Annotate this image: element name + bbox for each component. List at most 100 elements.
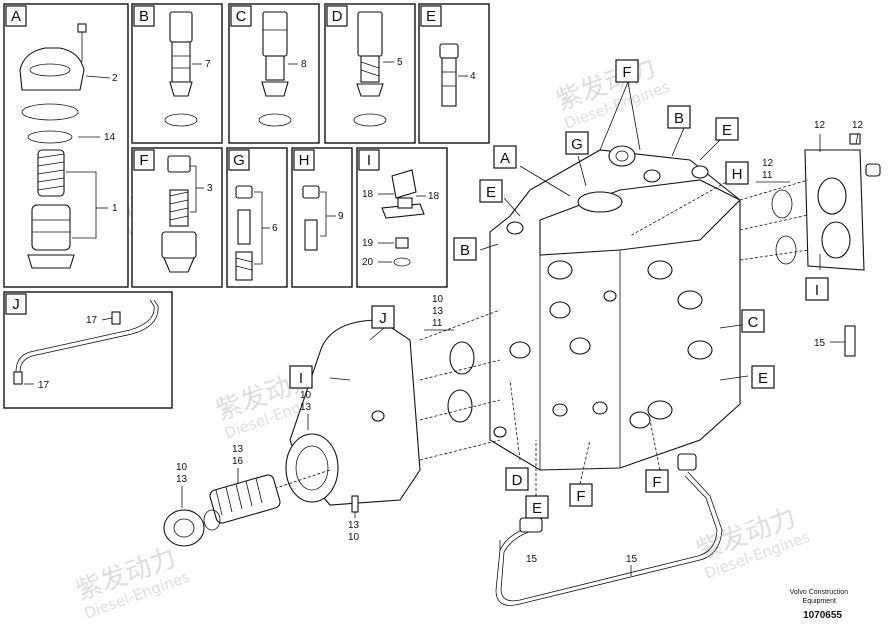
panel-g: G 6 <box>226 147 288 288</box>
panel-d: D 5 <box>324 3 416 144</box>
leader-lines <box>329 81 859 576</box>
panel-letter: J <box>12 296 20 313</box>
hose-line <box>495 453 723 606</box>
callout-13: 13 <box>232 444 244 455</box>
callout-2: 2 <box>112 73 118 84</box>
svg-text:E: E <box>722 122 732 139</box>
panel-letter: A <box>11 8 21 25</box>
port-holes <box>493 165 713 438</box>
panel-letter: E <box>426 8 436 25</box>
panel-h: H 9 <box>291 147 353 288</box>
callout-10: 10 <box>348 532 360 543</box>
part-number: 1070655 <box>803 610 842 621</box>
manufacturer-line1: Volvo Construction <box>790 589 848 596</box>
panel-c: C 8 <box>228 3 320 144</box>
panel-letter: F <box>139 152 148 169</box>
svg-text:G: G <box>571 136 583 153</box>
callout-20: 20 <box>362 257 374 268</box>
tag-a: A <box>493 145 517 169</box>
callout-17: 17 <box>38 380 50 391</box>
callout-5: 5 <box>397 57 403 68</box>
callout-6: 6 <box>272 223 278 234</box>
tag-f: F <box>615 59 639 83</box>
tag-b: B <box>453 237 477 261</box>
callout-17: 17 <box>86 315 98 326</box>
svg-text:C: C <box>748 314 759 331</box>
panel-f: F 3 <box>131 147 223 288</box>
panel-e: E 4 <box>418 3 490 144</box>
callout-11: 11 <box>432 318 443 329</box>
callout-12: 12 <box>762 158 774 169</box>
tag-i: I <box>289 365 313 389</box>
main-valve-block <box>489 145 741 471</box>
main-tags: F G A B E E B H E C I J I D E F F <box>289 59 829 519</box>
callout-10: 10 <box>432 294 444 305</box>
callout-18: 18 <box>362 189 374 200</box>
tag-i: I <box>805 277 829 301</box>
tag-j: J <box>371 305 395 329</box>
svg-text:F: F <box>652 474 661 491</box>
tag-g: G <box>565 131 589 155</box>
callout-15: 15 <box>526 554 538 565</box>
spring <box>37 149 65 197</box>
tag-e: E <box>715 117 739 141</box>
callout-13: 13 <box>432 306 444 317</box>
tag-f: F <box>569 483 593 507</box>
callout-15: 15 <box>814 338 826 349</box>
manufacturer-line2: Equipment <box>803 598 837 605</box>
tag-b: B <box>667 105 691 129</box>
side-cover-plate <box>739 133 881 357</box>
callout-10: 10 <box>176 462 188 473</box>
tag-h: H <box>725 161 749 185</box>
callout-14: 14 <box>104 132 116 143</box>
callout-3: 3 <box>207 183 213 194</box>
svg-text:E: E <box>532 500 542 517</box>
panel-letter: I <box>367 152 371 169</box>
end-cover <box>269 309 501 506</box>
callout-13: 13 <box>176 474 188 485</box>
panel-letter: H <box>299 152 310 169</box>
callout-11: 11 <box>762 170 773 181</box>
svg-text:J: J <box>379 310 387 327</box>
tag-e: E <box>525 495 549 519</box>
callout-15: 15 <box>626 554 638 565</box>
svg-text:H: H <box>732 166 743 183</box>
callout-18: 18 <box>428 191 440 202</box>
tag-d: D <box>505 467 529 491</box>
panel-letter: G <box>233 152 245 169</box>
svg-text:B: B <box>674 110 684 127</box>
callout-4: 4 <box>470 71 476 82</box>
tag-e: E <box>479 179 503 203</box>
callout-10: 10 <box>300 390 312 401</box>
panel-j: J 17 17 <box>3 291 173 409</box>
callout-8: 8 <box>301 59 307 70</box>
svg-text:A: A <box>500 150 510 167</box>
svg-text:F: F <box>622 64 631 81</box>
svg-text:I: I <box>815 282 819 299</box>
callout-16: 16 <box>232 456 244 467</box>
svg-text:B: B <box>460 242 470 259</box>
tag-f: F <box>645 469 669 493</box>
svg-text:E: E <box>486 184 496 201</box>
panel-letter: C <box>236 8 247 25</box>
callout-12: 12 <box>814 120 826 131</box>
panel-i: I 18 18 19 20 <box>356 147 448 288</box>
svg-text:D: D <box>512 472 523 489</box>
svg-text:E: E <box>758 370 768 387</box>
callout-7: 7 <box>205 59 211 70</box>
callout-13: 13 <box>348 520 360 531</box>
svg-text:I: I <box>299 370 303 387</box>
tag-e: E <box>751 365 775 389</box>
callout-12: 12 <box>852 120 864 131</box>
panel-a: A 2 14 1 <box>3 3 129 288</box>
svg-text:F: F <box>576 488 585 505</box>
callout-1: 1 <box>112 203 118 214</box>
spring-and-plug <box>163 474 359 547</box>
panel-b: B 7 <box>131 3 223 144</box>
callout-9: 9 <box>338 211 344 222</box>
panel-letter: B <box>139 8 149 25</box>
footer-caption: Volvo Construction Equipment 1070655 <box>790 589 848 621</box>
tag-c: C <box>741 309 765 333</box>
callout-13: 13 <box>300 402 312 413</box>
